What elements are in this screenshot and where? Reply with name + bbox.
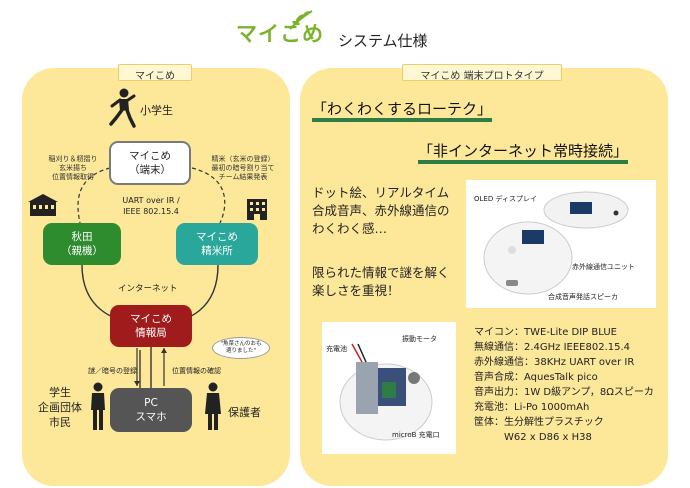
seimai-node: マイこめ 精米所	[176, 223, 258, 265]
guardian-label: 保護者	[228, 406, 261, 419]
internal-photo: 充電池 振動モータ microB 充電口	[322, 322, 456, 454]
student-label: 小学生	[140, 104, 173, 117]
spec-item: 筐体：生分解性プラスチック	[474, 417, 604, 428]
info-center-node: マイこめ 情報局	[110, 305, 192, 347]
battery-label: 充電池	[326, 345, 347, 353]
school-icon	[28, 194, 58, 216]
rice-leaf-icon	[289, 10, 313, 30]
speech-bubble: "魚菜さんのおも適りました"	[212, 337, 270, 359]
puzzle-description: 限られた情報で謎を解く 楽しさを重視！	[312, 265, 450, 298]
spec-item: 音声出力：1W D級アンプ，8Ωスピーカ	[474, 387, 654, 398]
speaker-label: 合成音声発話スピーカ	[548, 293, 618, 301]
usb-port-label: microB 充電口	[392, 431, 440, 439]
spec-list: マイコン：TWE-Lite DIP BLUE 無線通信：2.4GHz IEEE8…	[474, 325, 654, 445]
person-icon	[91, 382, 105, 430]
device-illustration	[483, 191, 629, 295]
ir-unit-label: 赤外線通信ユニット	[572, 263, 635, 271]
slogan-lowtech: 「わくわくするローテク」	[312, 98, 493, 122]
register-label: 謎／暗号の登録	[88, 367, 137, 375]
note-right: 精米（玄米の登録） 最初の暗号割り当て チーム結果発表	[211, 155, 275, 181]
factory-icon	[247, 199, 267, 220]
spec-item: 充電池：Li-Po 1000mAh	[474, 402, 590, 413]
oled-label: OLED ディスプレイ	[474, 195, 537, 203]
spec-item: 音声合成：AquesTalk pico	[474, 372, 598, 383]
pc-node: PC スマホ	[110, 388, 192, 432]
spec-item: 無線通信：2.4GHz IEEE802.15.4	[474, 342, 631, 353]
device-panel-tab: マイこめ 端末プロトタイプ	[402, 64, 562, 82]
slogan-offline: 「非インターネット常時接続」	[418, 140, 629, 164]
motor-label: 振動モータ	[402, 335, 437, 343]
page-title: システム仕様	[338, 32, 428, 50]
spec-item: W62 x D86 x H38	[474, 432, 592, 443]
feature-description: ドット絵、リアルタイム 合成音声、赤外線通信の わくわく感…	[312, 185, 450, 236]
spec-item: 赤外線通信：38KHz UART over IR	[474, 357, 635, 368]
internet-label: インターネット	[118, 284, 178, 294]
system-panel-tab: マイこめ	[118, 64, 192, 82]
logo-text: マイこめ	[236, 22, 324, 46]
guardian-person-icon	[205, 382, 221, 430]
akita-node: 秋田 （親機）	[43, 223, 121, 265]
location-label: 位置情報の確認	[172, 367, 221, 375]
device-photo: OLED ディスプレイ 赤外線通信ユニット 合成音声発話スピーカ	[466, 180, 656, 308]
spec-item: マイコン：TWE-Lite DIP BLUE	[474, 327, 617, 338]
uart-label: UART over IR / IEEE 802.15.4	[122, 196, 180, 216]
student-running-icon	[109, 88, 136, 128]
info-arrows	[134, 348, 167, 388]
note-left: 稲刈り＆籾摺り 玄米揚ち 位置情報取得	[48, 155, 98, 181]
user-group-label: 学生 企画団体 市民	[38, 386, 82, 429]
internal-illustration	[339, 343, 433, 441]
terminal-node: マイこめ （端末）	[109, 141, 191, 185]
